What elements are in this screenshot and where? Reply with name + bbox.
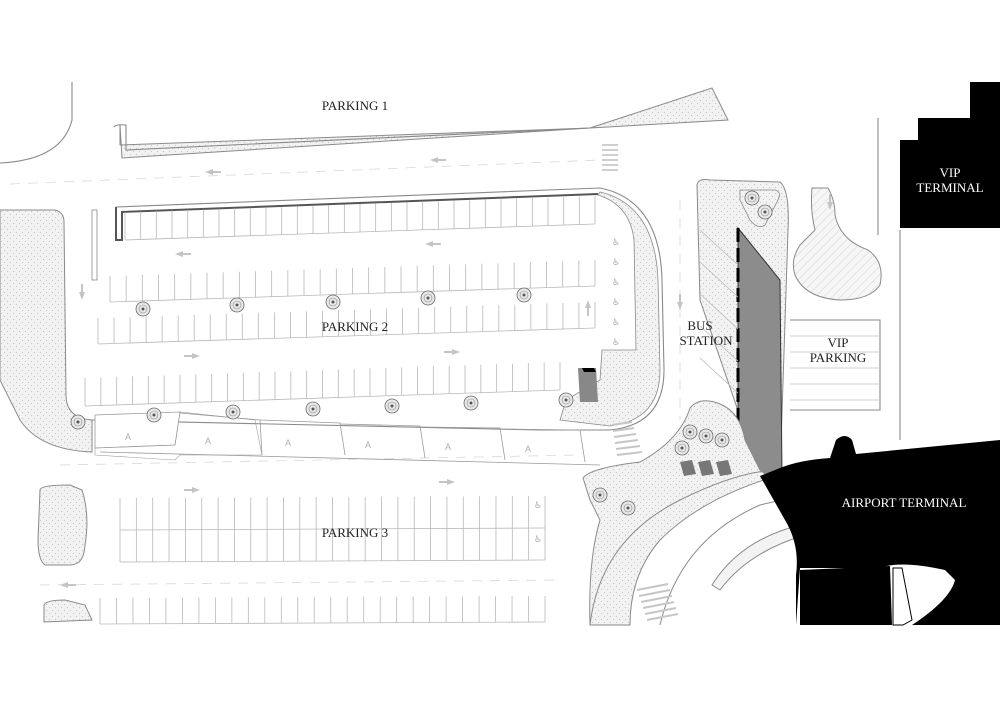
svg-text:A: A: [125, 432, 131, 442]
angled-islands: A A A A A A: [94, 411, 601, 466]
vip-parking-label-line2: PARKING: [810, 350, 867, 365]
accessible-parking: ♿ ♿ ♿ ♿ ♿ ♿ ♿ ♿: [534, 238, 620, 545]
accessible-parking-icon: ♿: [612, 338, 620, 348]
vip-parking-label-line1: VIP: [828, 335, 849, 350]
direction-arrows: [60, 157, 833, 588]
direction-arrow-icon: [205, 169, 221, 175]
direction-arrow-icon: [444, 349, 460, 355]
tree-icon: [558, 392, 574, 408]
vip-terminal-label-line2: TERMINAL: [916, 180, 983, 195]
direction-arrow-icon: [827, 194, 833, 210]
tree-icon: [744, 190, 760, 206]
bus-station-label-line2: STATION: [679, 333, 733, 348]
crosswalk: [602, 144, 618, 171]
tree-icon: [70, 414, 86, 430]
svg-text:A: A: [365, 440, 371, 450]
tree-icon: [420, 290, 436, 306]
tree-icon: [325, 294, 341, 310]
stall-row-edge: [84, 389, 561, 407]
crosswalk: [611, 421, 679, 621]
tree-icon: [620, 500, 636, 516]
parking-1-island: [119, 87, 729, 159]
tree-icon: [305, 401, 321, 417]
parking-1-label: PARKING 1: [322, 98, 388, 113]
stall-row-edge: [109, 285, 596, 303]
direction-arrow-icon: [184, 353, 200, 359]
airport-terminal-label: AIRPORT TERMINAL: [842, 495, 967, 510]
tree-icon: [714, 432, 730, 448]
stall-row-edge: [97, 327, 596, 345]
direction-arrow-icon: [439, 479, 455, 485]
bus-station-label-line1: BUS: [687, 318, 712, 333]
accessible-parking-icon: ♿: [612, 238, 620, 248]
vip-terminal-building: [900, 82, 1000, 228]
road-network: [0, 82, 729, 586]
direction-arrow-icon: [425, 241, 441, 247]
direction-arrow-icon: [430, 157, 446, 163]
airport-terminal-building: [760, 436, 1000, 626]
tree-icon: [516, 287, 532, 303]
tree-icon: [592, 487, 608, 503]
accessible-parking-icon: ♿: [612, 258, 620, 268]
stall-row-edge: [119, 559, 546, 563]
accessible-parking-icon: ♿: [612, 318, 620, 328]
direction-arrow-icon: [79, 284, 85, 300]
parking-2-stalls: [84, 196, 596, 407]
vip-terminal-label-line1: VIP: [940, 165, 961, 180]
svg-text:A: A: [205, 436, 211, 446]
accessible-parking-icon: ♿: [612, 278, 620, 288]
direction-arrow-icon: [184, 487, 200, 493]
vip-parking-area: [790, 118, 901, 440]
direction-arrow-icon: [175, 251, 191, 257]
accessible-parking-icon: ♿: [534, 501, 542, 511]
tree-icon: [225, 404, 241, 420]
tree-icon: [229, 297, 245, 313]
tree-icon: [698, 428, 714, 444]
parking-2-label: PARKING 2: [322, 319, 388, 334]
svg-text:A: A: [285, 438, 291, 448]
tree-icon: [146, 407, 162, 423]
tree-icon: [463, 395, 479, 411]
map-labels: PARKING 1 PARKING 2 PARKING 3 BUS STATIO…: [322, 98, 984, 540]
parking-3-label: PARKING 3: [322, 525, 388, 540]
svg-text:A: A: [525, 444, 531, 454]
tree-icon: [757, 204, 773, 220]
direction-arrow-icon: [677, 294, 683, 310]
stall-row-edge: [124, 223, 596, 241]
parking-3-block: [37, 484, 546, 625]
accessible-parking-icon: ♿: [534, 535, 542, 545]
accessible-parking-icon: ♿: [612, 298, 620, 308]
svg-text:A: A: [445, 442, 451, 452]
direction-arrow-icon: [60, 582, 76, 588]
terminal-approach: [582, 400, 806, 626]
bus-bay-icon: [680, 460, 732, 476]
tree-icon: [135, 301, 151, 317]
stall-row-edge: [99, 621, 546, 625]
tree-icon: [384, 398, 400, 414]
direction-arrow-icon: [585, 300, 591, 316]
tree-icon: [674, 440, 690, 456]
parking-2-block: [0, 187, 665, 453]
tree-icon: [682, 424, 698, 440]
